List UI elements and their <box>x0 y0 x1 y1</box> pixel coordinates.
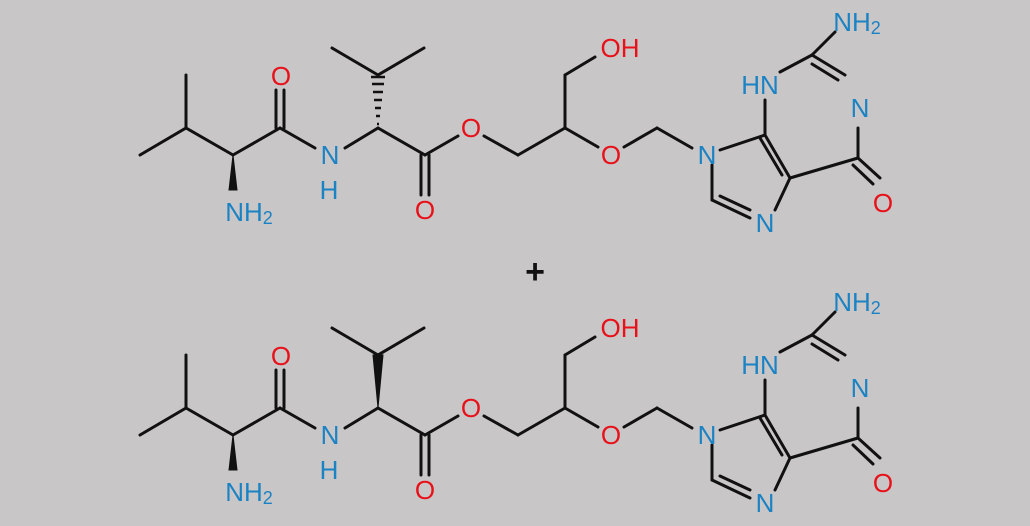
molecule-1-purine-n7: N <box>756 208 775 238</box>
molecule-2-atoms: NH2 O N H O O OH O N N HN N NH2 O <box>225 287 893 518</box>
molecule-1-ester-o-double: O <box>415 195 435 225</box>
molecule-2-purine-n1h: HN <box>741 350 779 380</box>
molecule-2-ether-o: O <box>601 420 621 450</box>
molecule-2-amide-n: N <box>321 420 340 450</box>
molecule-2-ester-o-single: O <box>461 393 481 423</box>
molecule-1-hydroxyl: OH <box>601 33 640 63</box>
plus-operator: + <box>525 253 545 291</box>
molecule-2-amide-o: O <box>271 341 291 371</box>
molecule-1-ether-o: O <box>601 140 621 170</box>
molecule-1-keto-o: O <box>873 188 893 218</box>
molecule-1-purine-n9: N <box>698 140 717 170</box>
molecule-1-ester-o-single: O <box>461 113 481 143</box>
molecule-2-stereo <box>228 354 384 471</box>
molecule-2-amide-h: H <box>320 455 339 485</box>
molecule-2-ester-o-double: O <box>415 475 435 505</box>
molecule-1-amino-n: NH2 <box>833 7 881 38</box>
molecule-1-bonds <box>138 30 882 220</box>
molecule-1-stereo-wedge-1 <box>228 154 238 191</box>
molecule-1-stereo <box>228 75 385 191</box>
molecule-1-amine-n: NH2 <box>225 197 273 228</box>
molecule-1-amide-o: O <box>271 61 291 91</box>
molecule-1-atoms: NH2 O N H O O OH O N N HN N NH2 O <box>225 7 893 238</box>
molecule-2: NH2 O N H O O OH O N N HN N NH2 O <box>138 287 893 518</box>
molecule-1-amide-n: N <box>321 140 340 170</box>
molecule-2-amino-n: NH2 <box>833 287 881 318</box>
molecule-2-stereo-wedge-1 <box>228 434 238 471</box>
molecule-1-purine-n1h: HN <box>741 70 779 100</box>
molecule-2-purine-n9: N <box>698 420 717 450</box>
molecule-1-purine-n3: N <box>851 93 870 123</box>
molecule-2-bonds <box>138 310 882 500</box>
molecule-1: NH2 O N H O O OH O N N HN N NH2 O <box>138 7 893 238</box>
molecule-2-hydroxyl: OH <box>601 313 640 343</box>
molecule-2-stereo-wedge-2 <box>372 354 384 409</box>
molecule-1-stereo-hash-2 <box>371 75 385 126</box>
molecule-2-amine-n: NH2 <box>225 477 273 508</box>
molecule-1-amide-h: H <box>320 175 339 205</box>
molecule-2-purine-n3: N <box>851 373 870 403</box>
molecule-2-purine-n7: N <box>756 488 775 518</box>
molecule-2-keto-o: O <box>873 468 893 498</box>
